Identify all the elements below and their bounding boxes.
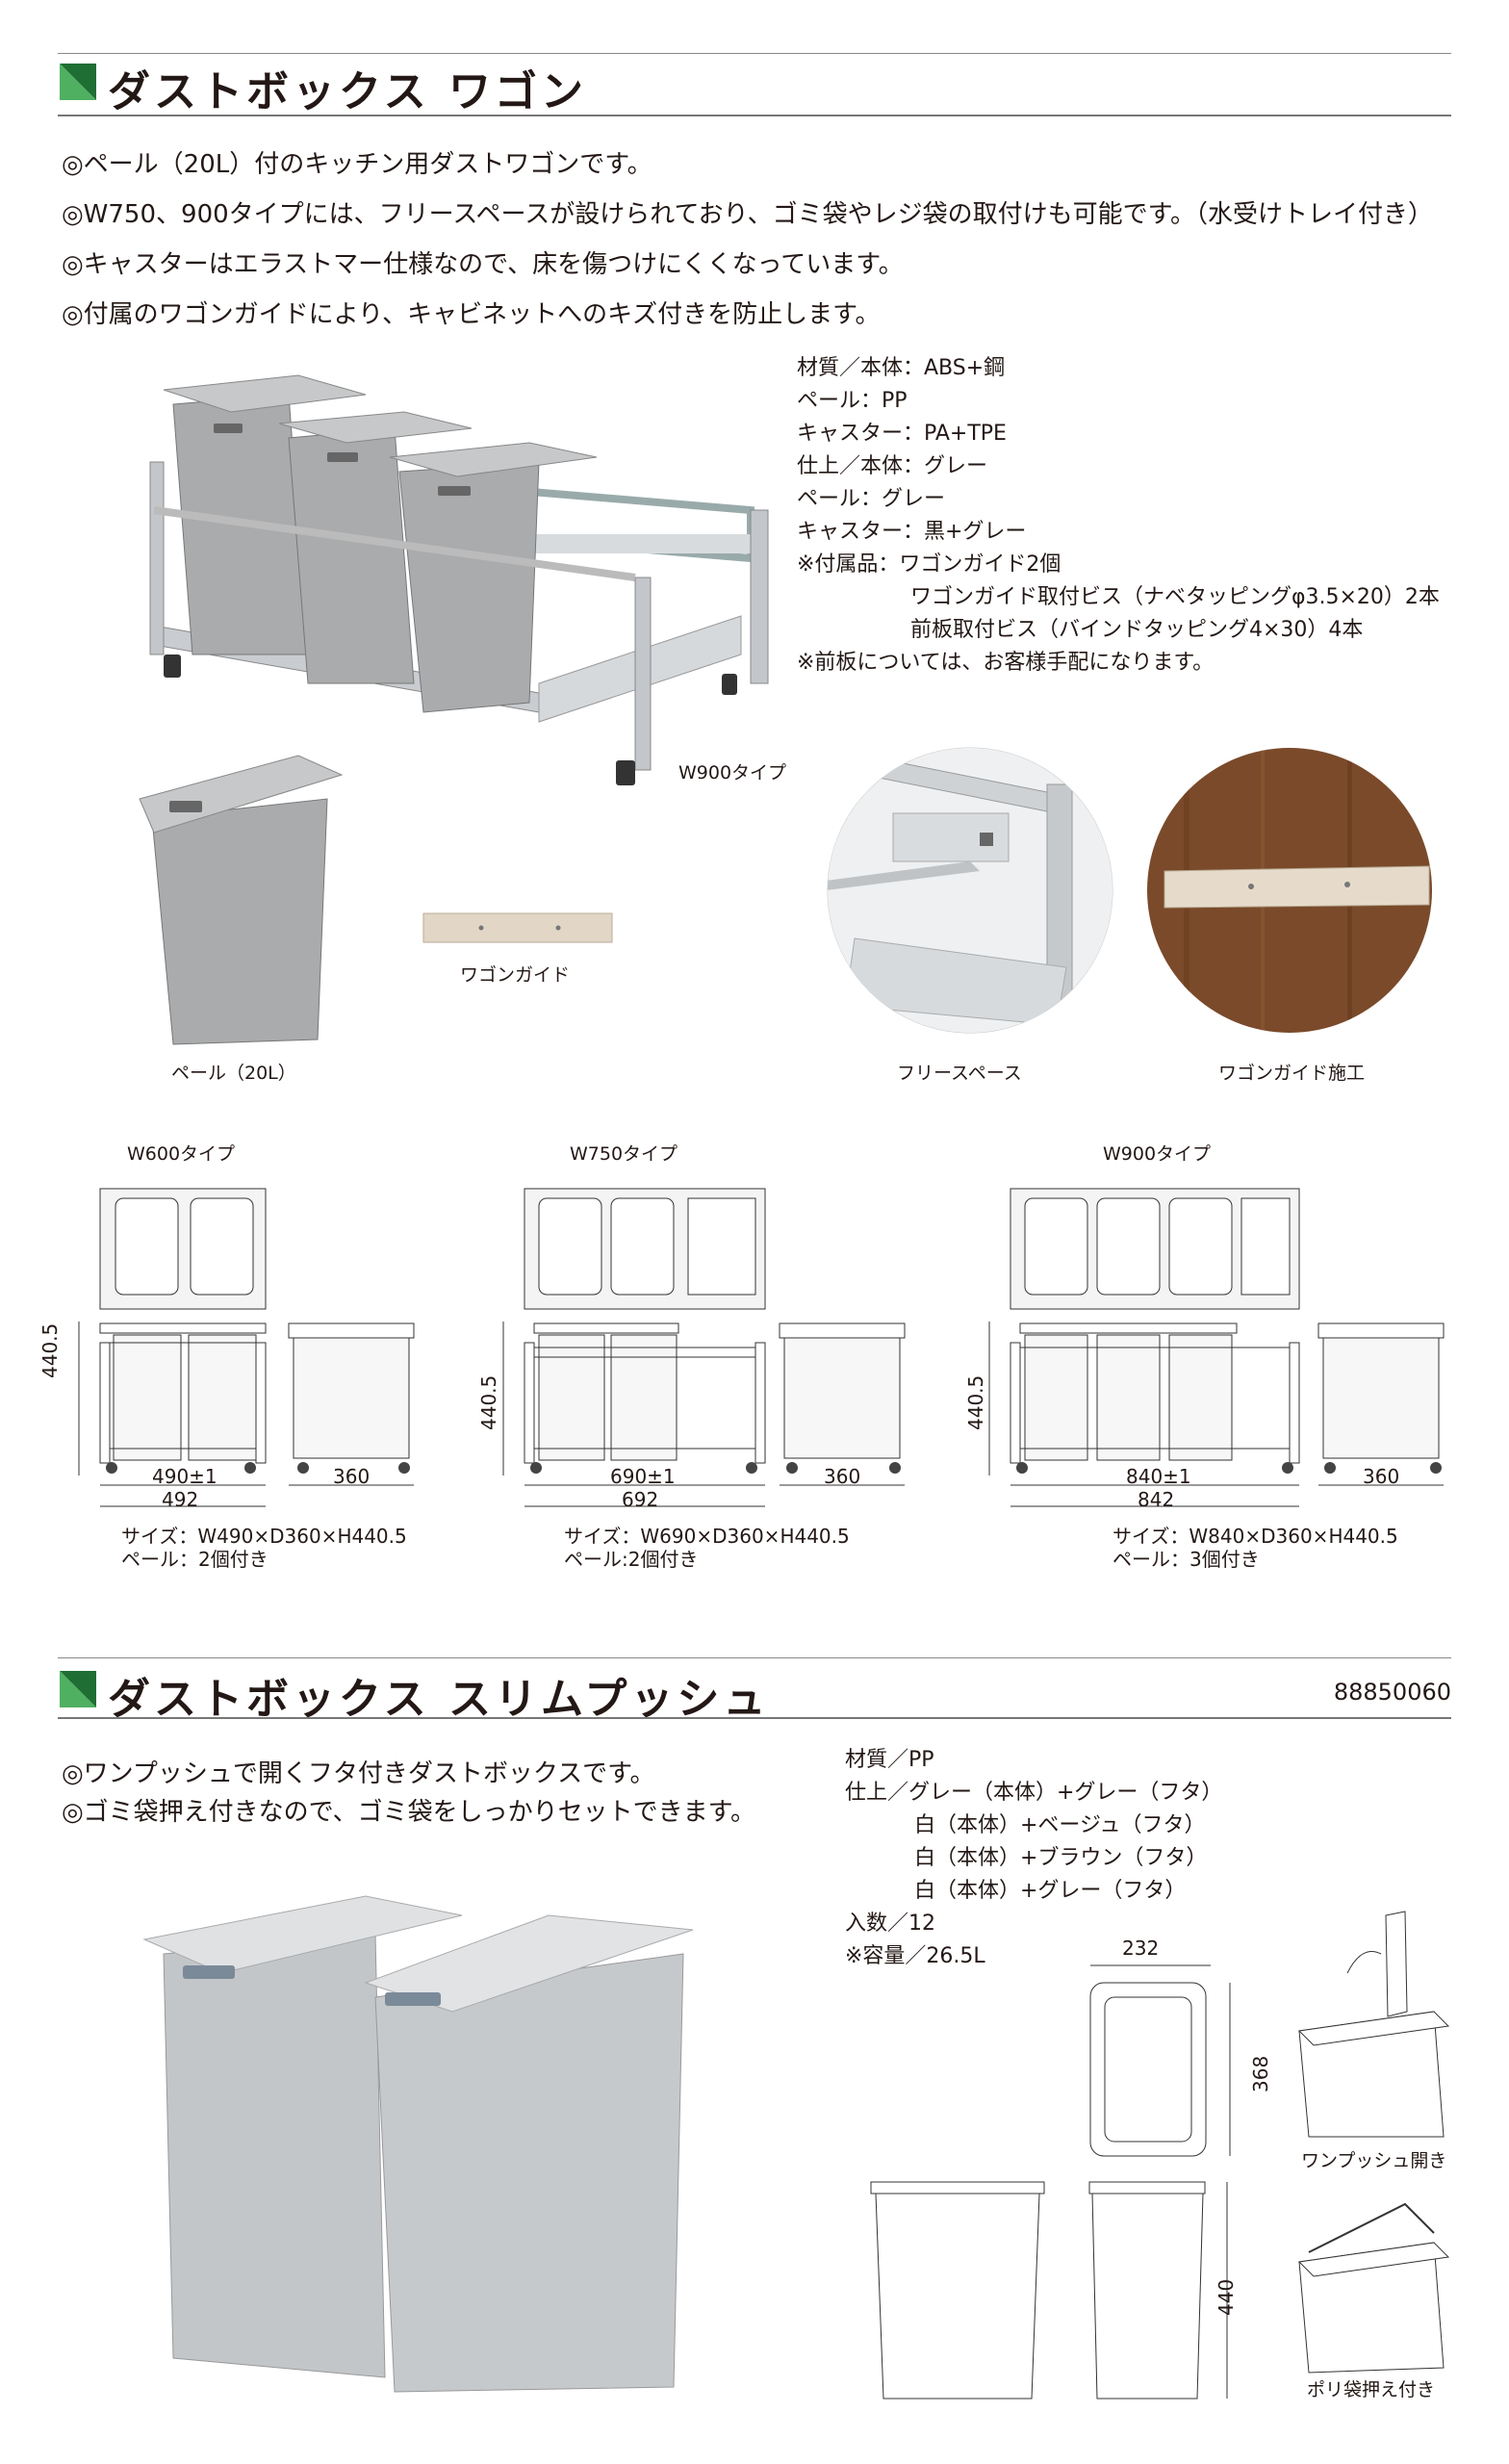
- dim-inner-width: 840±1: [1126, 1465, 1191, 1488]
- one-push-open-illustration: [1297, 1911, 1450, 2138]
- product-code: 88850060: [1333, 1679, 1451, 1706]
- spec-line: 入数／12: [845, 1912, 935, 1936]
- spec-line: 仕上／グレー（本体）+グレー（フタ）: [845, 1781, 1223, 1805]
- divider: [58, 1657, 1451, 1658]
- spec-line: 白（本体）+ベージュ（フタ）: [914, 1813, 1206, 1837]
- drawing-type-label: W600タイプ: [127, 1143, 236, 1165]
- pail-count: ペール：3個付き: [1113, 1548, 1260, 1571]
- dim-inner-width: 490±1: [152, 1465, 217, 1488]
- divider: [58, 53, 1451, 54]
- divider: [58, 1717, 1451, 1719]
- spec-line: 材質／本体：ABS+鋼: [797, 356, 1006, 380]
- drawing-w900: [988, 1188, 1445, 1507]
- feature-text: ◎キャスターはエラストマー仕様なので、床を傷つけにくくなっています。: [62, 250, 904, 279]
- feature-text: ◎W750、900タイプには、フリースペースが設けられており、ゴミ袋やレジ袋の取…: [62, 200, 1434, 229]
- dim-depth: 360: [333, 1465, 371, 1488]
- spec-line: ペール：PP: [797, 389, 908, 413]
- dim-outer-width: 842: [1138, 1488, 1175, 1511]
- spec-line: 白（本体）+ブラウン（フタ）: [914, 1846, 1208, 1870]
- dim-height: 440: [1215, 2278, 1238, 2316]
- dim-outer-width: 492: [162, 1488, 199, 1511]
- size-text: サイズ：W840×D360×H440.5: [1113, 1525, 1398, 1548]
- wagon-guide-photo: [422, 912, 613, 943]
- photo-caption: ワゴンガイド: [460, 964, 571, 986]
- dim-inner-width: 690±1: [610, 1465, 676, 1488]
- dim-outer-width: 692: [622, 1488, 659, 1511]
- section-header-slim-push: ダストボックス スリムプッシュ 88850060: [58, 1657, 1451, 1725]
- size-text: サイズ：W690×D360×H440.5: [564, 1525, 850, 1548]
- drawing-w600: [78, 1188, 415, 1507]
- dim-depth: 360: [1363, 1465, 1400, 1488]
- wagon-w900-photo: [149, 374, 769, 785]
- dim-width: 232: [1122, 1937, 1160, 1960]
- photo-caption: W900タイプ: [678, 762, 787, 783]
- bag-holder-illustration: [1297, 2202, 1450, 2374]
- guide-install-photo: [1147, 748, 1432, 1033]
- drawing-w750: [502, 1188, 906, 1507]
- feature-text: ◎ワンプッシュで開くフタ付きダストボックスです。: [62, 1759, 655, 1788]
- slim-push-bins-photo: [142, 1895, 694, 2393]
- spec-line: ※前板については、お客様手配になります。: [797, 651, 1215, 675]
- pail-count: ペール:2個付き: [564, 1548, 699, 1571]
- slim-push-top-drawing: [1089, 1964, 1231, 2157]
- slim-push-front-drawing: [870, 2181, 1228, 2400]
- dim-depth: 360: [824, 1465, 861, 1488]
- size-text: サイズ：W490×D360×H440.5: [121, 1525, 407, 1548]
- spec-line: 白（本体）+グレー（フタ）: [914, 1879, 1187, 1903]
- illustration-caption: ポリ袋押え付き: [1307, 2379, 1436, 2400]
- photo-caption: ワゴンガイド施工: [1218, 1063, 1366, 1084]
- section-title: ダストボックス ワゴン: [108, 67, 587, 116]
- dim-height: 440.5: [477, 1374, 500, 1430]
- spec-line: ペール：グレー: [797, 487, 946, 511]
- free-space-photo: [827, 747, 1113, 1034]
- section-header-wagon: ダストボックス ワゴン: [58, 53, 1451, 120]
- dim-height: 440.5: [964, 1374, 987, 1430]
- spec-line: ワゴンガイド取付ビス（ナベタッピングφ3.5×20）2本: [910, 585, 1440, 609]
- spec-line: キャスター：黒+グレー: [797, 520, 1027, 544]
- pail-photo: [139, 755, 344, 1045]
- illustration-caption: ワンプッシュ開き: [1301, 2150, 1447, 2171]
- feature-text: ◎ペール（20L）付のキッチン用ダストワゴンです。: [62, 150, 652, 179]
- spec-line: 前板取付ビス（バインドタッピング4×30）4本: [910, 618, 1364, 642]
- photo-caption: ペール（20L）: [171, 1063, 296, 1084]
- drawing-type-label: W750タイプ: [570, 1143, 678, 1165]
- section-mark-icon: [60, 64, 96, 100]
- dim-depth: 368: [1249, 2055, 1272, 2092]
- feature-text: ◎ゴミ袋押え付きなので、ゴミ袋をしっかりセットできます。: [62, 1798, 756, 1827]
- spec-line: キャスター：PA+TPE: [797, 422, 1007, 446]
- dim-height: 440.5: [38, 1322, 62, 1378]
- section-mark-icon: [60, 1671, 96, 1707]
- spec-line: 材質／PP: [845, 1748, 934, 1772]
- drawing-type-label: W900タイプ: [1103, 1143, 1212, 1165]
- spec-line: ※容量／26.5L: [845, 1944, 985, 1968]
- feature-text: ◎付属のワゴンガイドにより、キャビネットへのキズ付きを防止します。: [62, 300, 881, 329]
- photo-caption: フリースペース: [897, 1063, 1022, 1084]
- divider: [58, 115, 1451, 116]
- spec-line: ※付属品：ワゴンガイド2個: [797, 552, 1061, 577]
- spec-line: 仕上／本体：グレー: [797, 454, 988, 478]
- section-title: ダストボックス スリムプッシュ: [108, 1675, 770, 1724]
- pail-count: ペール：2個付き: [121, 1548, 269, 1571]
